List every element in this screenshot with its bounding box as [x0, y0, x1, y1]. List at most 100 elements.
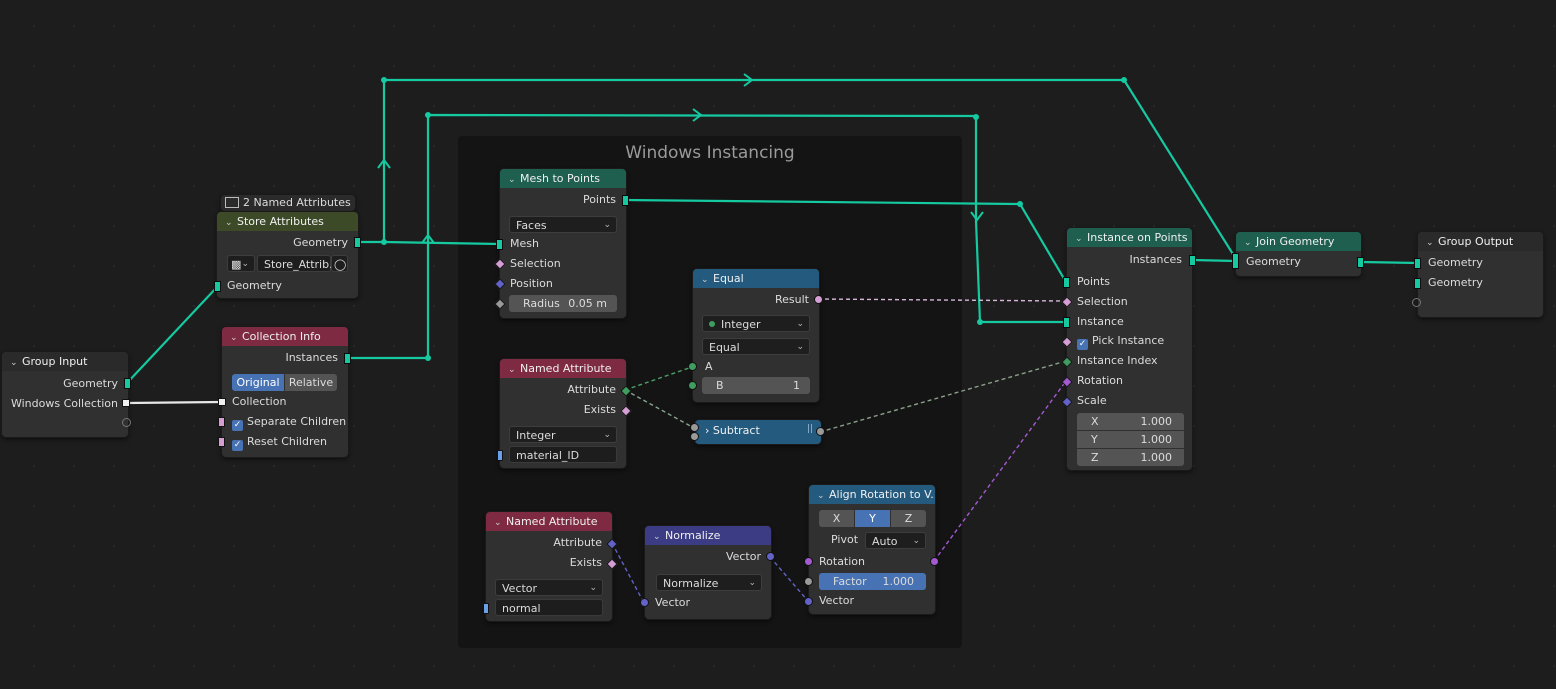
- pick-instance-checkbox[interactable]: ✓Pick Instance: [1077, 334, 1165, 350]
- node-header[interactable]: ⌄Equal: [693, 269, 819, 288]
- chevron-down-icon[interactable]: ⌄: [701, 275, 709, 285]
- chevron-right-icon[interactable]: ›: [705, 424, 713, 437]
- socket-string-in[interactable]: [483, 603, 489, 614]
- node-header[interactable]: ⌄Named Attribute: [500, 359, 626, 378]
- node-group-output[interactable]: ⌄Group Output Geometry Geometry: [1417, 231, 1544, 318]
- attribute-name-input[interactable]: normal: [495, 599, 603, 616]
- node-join-geometry[interactable]: ⌄Join Geometry Geometry: [1235, 231, 1362, 277]
- socket-vector-out[interactable]: [766, 552, 775, 561]
- socket-geometry-out[interactable]: [124, 378, 131, 389]
- factor-field[interactable]: Factor 1.000: [819, 573, 926, 590]
- socket-empty[interactable]: [1412, 298, 1421, 307]
- reset-children-checkbox[interactable]: ✓Reset Children: [232, 435, 327, 451]
- scale-z-field[interactable]: Z 1.000: [1077, 449, 1184, 466]
- socket-boolean-in[interactable]: [218, 437, 225, 447]
- mode-select[interactable]: Faces⌄: [509, 216, 617, 233]
- axis-x-button[interactable]: X: [819, 510, 854, 527]
- socket-points-in[interactable]: [1063, 277, 1070, 288]
- socket-vector-in[interactable]: [804, 597, 813, 606]
- node-group-input[interactable]: ⌄Group Input Geometry Windows Collection: [1, 351, 129, 438]
- axis-y-button[interactable]: Y: [855, 510, 890, 527]
- fake-user-shield-icon[interactable]: ◯: [331, 255, 348, 272]
- mode-original-button[interactable]: Original: [232, 374, 284, 391]
- chevron-down-icon[interactable]: ⌄: [508, 175, 516, 185]
- socket-rotation-in[interactable]: [804, 557, 813, 566]
- node-header[interactable]: ⌄Instance on Points: [1067, 228, 1192, 247]
- socket-geometry-out[interactable]: [1357, 257, 1364, 268]
- socket-geometry-out[interactable]: [354, 237, 361, 248]
- node-named-attribute-vector[interactable]: ⌄Named Attribute Attribute Exists Vector…: [485, 511, 613, 622]
- pivot-select[interactable]: Auto⌄: [865, 532, 926, 549]
- chevron-down-icon[interactable]: ⌄: [10, 358, 18, 368]
- socket-geometry-multi-in[interactable]: [1232, 253, 1239, 269]
- chevron-down-icon[interactable]: ⌄: [230, 333, 238, 343]
- node-mesh-to-points[interactable]: ⌄Mesh to Points Points Faces⌄ Mesh Selec…: [499, 168, 627, 319]
- node-named-attribute-integer[interactable]: ⌄Named Attribute Attribute Exists Intege…: [499, 358, 627, 469]
- socket-string-in[interactable]: [497, 450, 503, 461]
- socket-vector-in[interactable]: [640, 598, 649, 607]
- node-store-attributes[interactable]: ⌄Store Attributes Geometry ▩⌄ Store_Attr…: [216, 211, 359, 299]
- b-value-field[interactable]: B 1: [702, 377, 810, 394]
- socket-empty[interactable]: [122, 418, 131, 427]
- socket-geometry-in[interactable]: [214, 281, 221, 292]
- separate-children-checkbox[interactable]: ✓Separate Children: [232, 415, 347, 431]
- socket-geometry-in[interactable]: [1414, 278, 1421, 289]
- axis-z-button[interactable]: Z: [891, 510, 926, 527]
- chevron-down-icon[interactable]: ⌄: [1244, 238, 1252, 248]
- socket-collection-in[interactable]: [218, 398, 226, 406]
- data-type-select[interactable]: Vector⌄: [495, 579, 603, 596]
- node-header[interactable]: ⌄Group Output: [1418, 232, 1543, 251]
- chevron-down-icon: ⌄: [603, 220, 611, 230]
- socket-rotation-out[interactable]: [930, 557, 939, 566]
- node-normalize[interactable]: ⌄Normalize Vector Normalize⌄ Vector: [644, 525, 772, 620]
- mode-relative-button[interactable]: Relative: [285, 374, 337, 391]
- scale-y-field[interactable]: Y 1.000: [1077, 431, 1184, 448]
- socket-mesh-in[interactable]: [496, 239, 503, 250]
- node-header[interactable]: ⌄Store Attributes: [217, 212, 358, 231]
- node-collection-info[interactable]: ⌄Collection Info Instances Original Rela…: [221, 326, 349, 458]
- socket-value-in[interactable]: [690, 423, 699, 432]
- chevron-down-icon[interactable]: ⌄: [225, 218, 233, 228]
- socket-instance-in[interactable]: [1063, 317, 1070, 328]
- socket-points-out[interactable]: [622, 195, 629, 206]
- chevron-down-icon[interactable]: ⌄: [817, 491, 825, 501]
- socket-boolean-in[interactable]: [218, 417, 225, 427]
- socket-collection-out[interactable]: [122, 399, 130, 407]
- data-type-select[interactable]: Integer⌄: [509, 426, 617, 443]
- operation-select[interactable]: Equal⌄: [702, 338, 810, 355]
- socket-a-in[interactable]: [688, 362, 697, 371]
- chevron-down-icon[interactable]: ⌄: [1426, 238, 1434, 248]
- socket-geometry-in[interactable]: [1414, 258, 1421, 269]
- socket-value-out[interactable]: [816, 427, 825, 436]
- node-header[interactable]: ⌄Named Attribute: [486, 512, 612, 531]
- socket-value-in[interactable]: [690, 432, 699, 441]
- node-header[interactable]: ⌄Normalize: [645, 526, 771, 545]
- chevron-down-icon[interactable]: ⌄: [508, 365, 516, 375]
- chevron-down-icon[interactable]: ⌄: [494, 518, 502, 528]
- node-header[interactable]: ⌄Collection Info: [222, 327, 348, 346]
- socket-result-out[interactable]: [814, 295, 823, 304]
- node-header[interactable]: ⌄Align Rotation to V...: [809, 485, 935, 504]
- node-align-rotation[interactable]: ⌄Align Rotation to V... X Y Z Pivot Auto…: [808, 484, 936, 615]
- node-equal[interactable]: ⌄Equal Result Integer⌄ Equal⌄ A B 1: [692, 268, 820, 403]
- operation-select[interactable]: Normalize⌄: [656, 574, 762, 591]
- node-header[interactable]: ⌄Join Geometry: [1236, 232, 1361, 251]
- attribute-name-input[interactable]: material_ID: [509, 446, 617, 463]
- node-subtract[interactable]: › Subtract ||: [694, 419, 822, 445]
- socket-factor-in[interactable]: [804, 577, 813, 586]
- socket-b-in[interactable]: [688, 381, 697, 390]
- radius-field[interactable]: Radius 0.05 m: [509, 295, 617, 312]
- datablock-type-select[interactable]: ▩⌄: [227, 255, 255, 272]
- node-instance-on-points[interactable]: ⌄Instance on Points Instances Points Sel…: [1066, 227, 1193, 471]
- chevron-down-icon[interactable]: ⌄: [653, 532, 661, 542]
- node-header[interactable]: › Subtract: [705, 422, 760, 440]
- scale-x-field[interactable]: X 1.000: [1077, 413, 1184, 430]
- node-header[interactable]: ⌄Group Input: [2, 352, 128, 371]
- node-header[interactable]: ⌄Mesh to Points: [500, 169, 626, 188]
- socket-instances-out[interactable]: [344, 353, 351, 364]
- node-store-attributes-badge[interactable]: 2 Named Attributes: [220, 194, 356, 212]
- datablock-name-field[interactable]: Store_Attrib...: [257, 255, 340, 272]
- data-type-select[interactable]: Integer⌄: [702, 315, 810, 332]
- chevron-down-icon[interactable]: ⌄: [1075, 234, 1083, 244]
- socket-instances-out[interactable]: [1189, 255, 1196, 266]
